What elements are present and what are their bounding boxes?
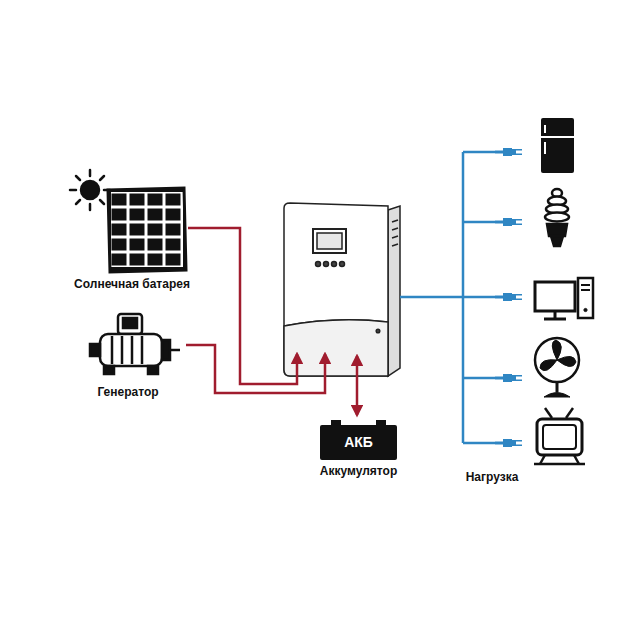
- tv-icon: [534, 408, 585, 464]
- load-label: Нагрузка: [466, 470, 519, 484]
- component-label: Солнечная батарея: [74, 277, 190, 291]
- fan-icon: [535, 338, 579, 397]
- solar-panel: [108, 188, 186, 272]
- lamp-icon: [545, 189, 569, 246]
- ac-wires: [400, 152, 495, 443]
- fridge-icon: [541, 118, 574, 173]
- inverter-unit: [284, 203, 400, 376]
- component-label: Генератор: [97, 385, 158, 399]
- solar-panel-label: Солнечная батарея: [74, 277, 190, 291]
- computer-icon: [535, 278, 593, 319]
- generator-icon: [90, 314, 180, 374]
- dc-wires: [186, 228, 357, 415]
- battery-mark: АКБ: [320, 425, 397, 451]
- battery-label: Аккумулятор: [320, 464, 397, 478]
- battery-box: АКБАккумулятор: [320, 425, 397, 460]
- generator-label: Генератор: [97, 385, 158, 399]
- sun-icon: [70, 170, 110, 210]
